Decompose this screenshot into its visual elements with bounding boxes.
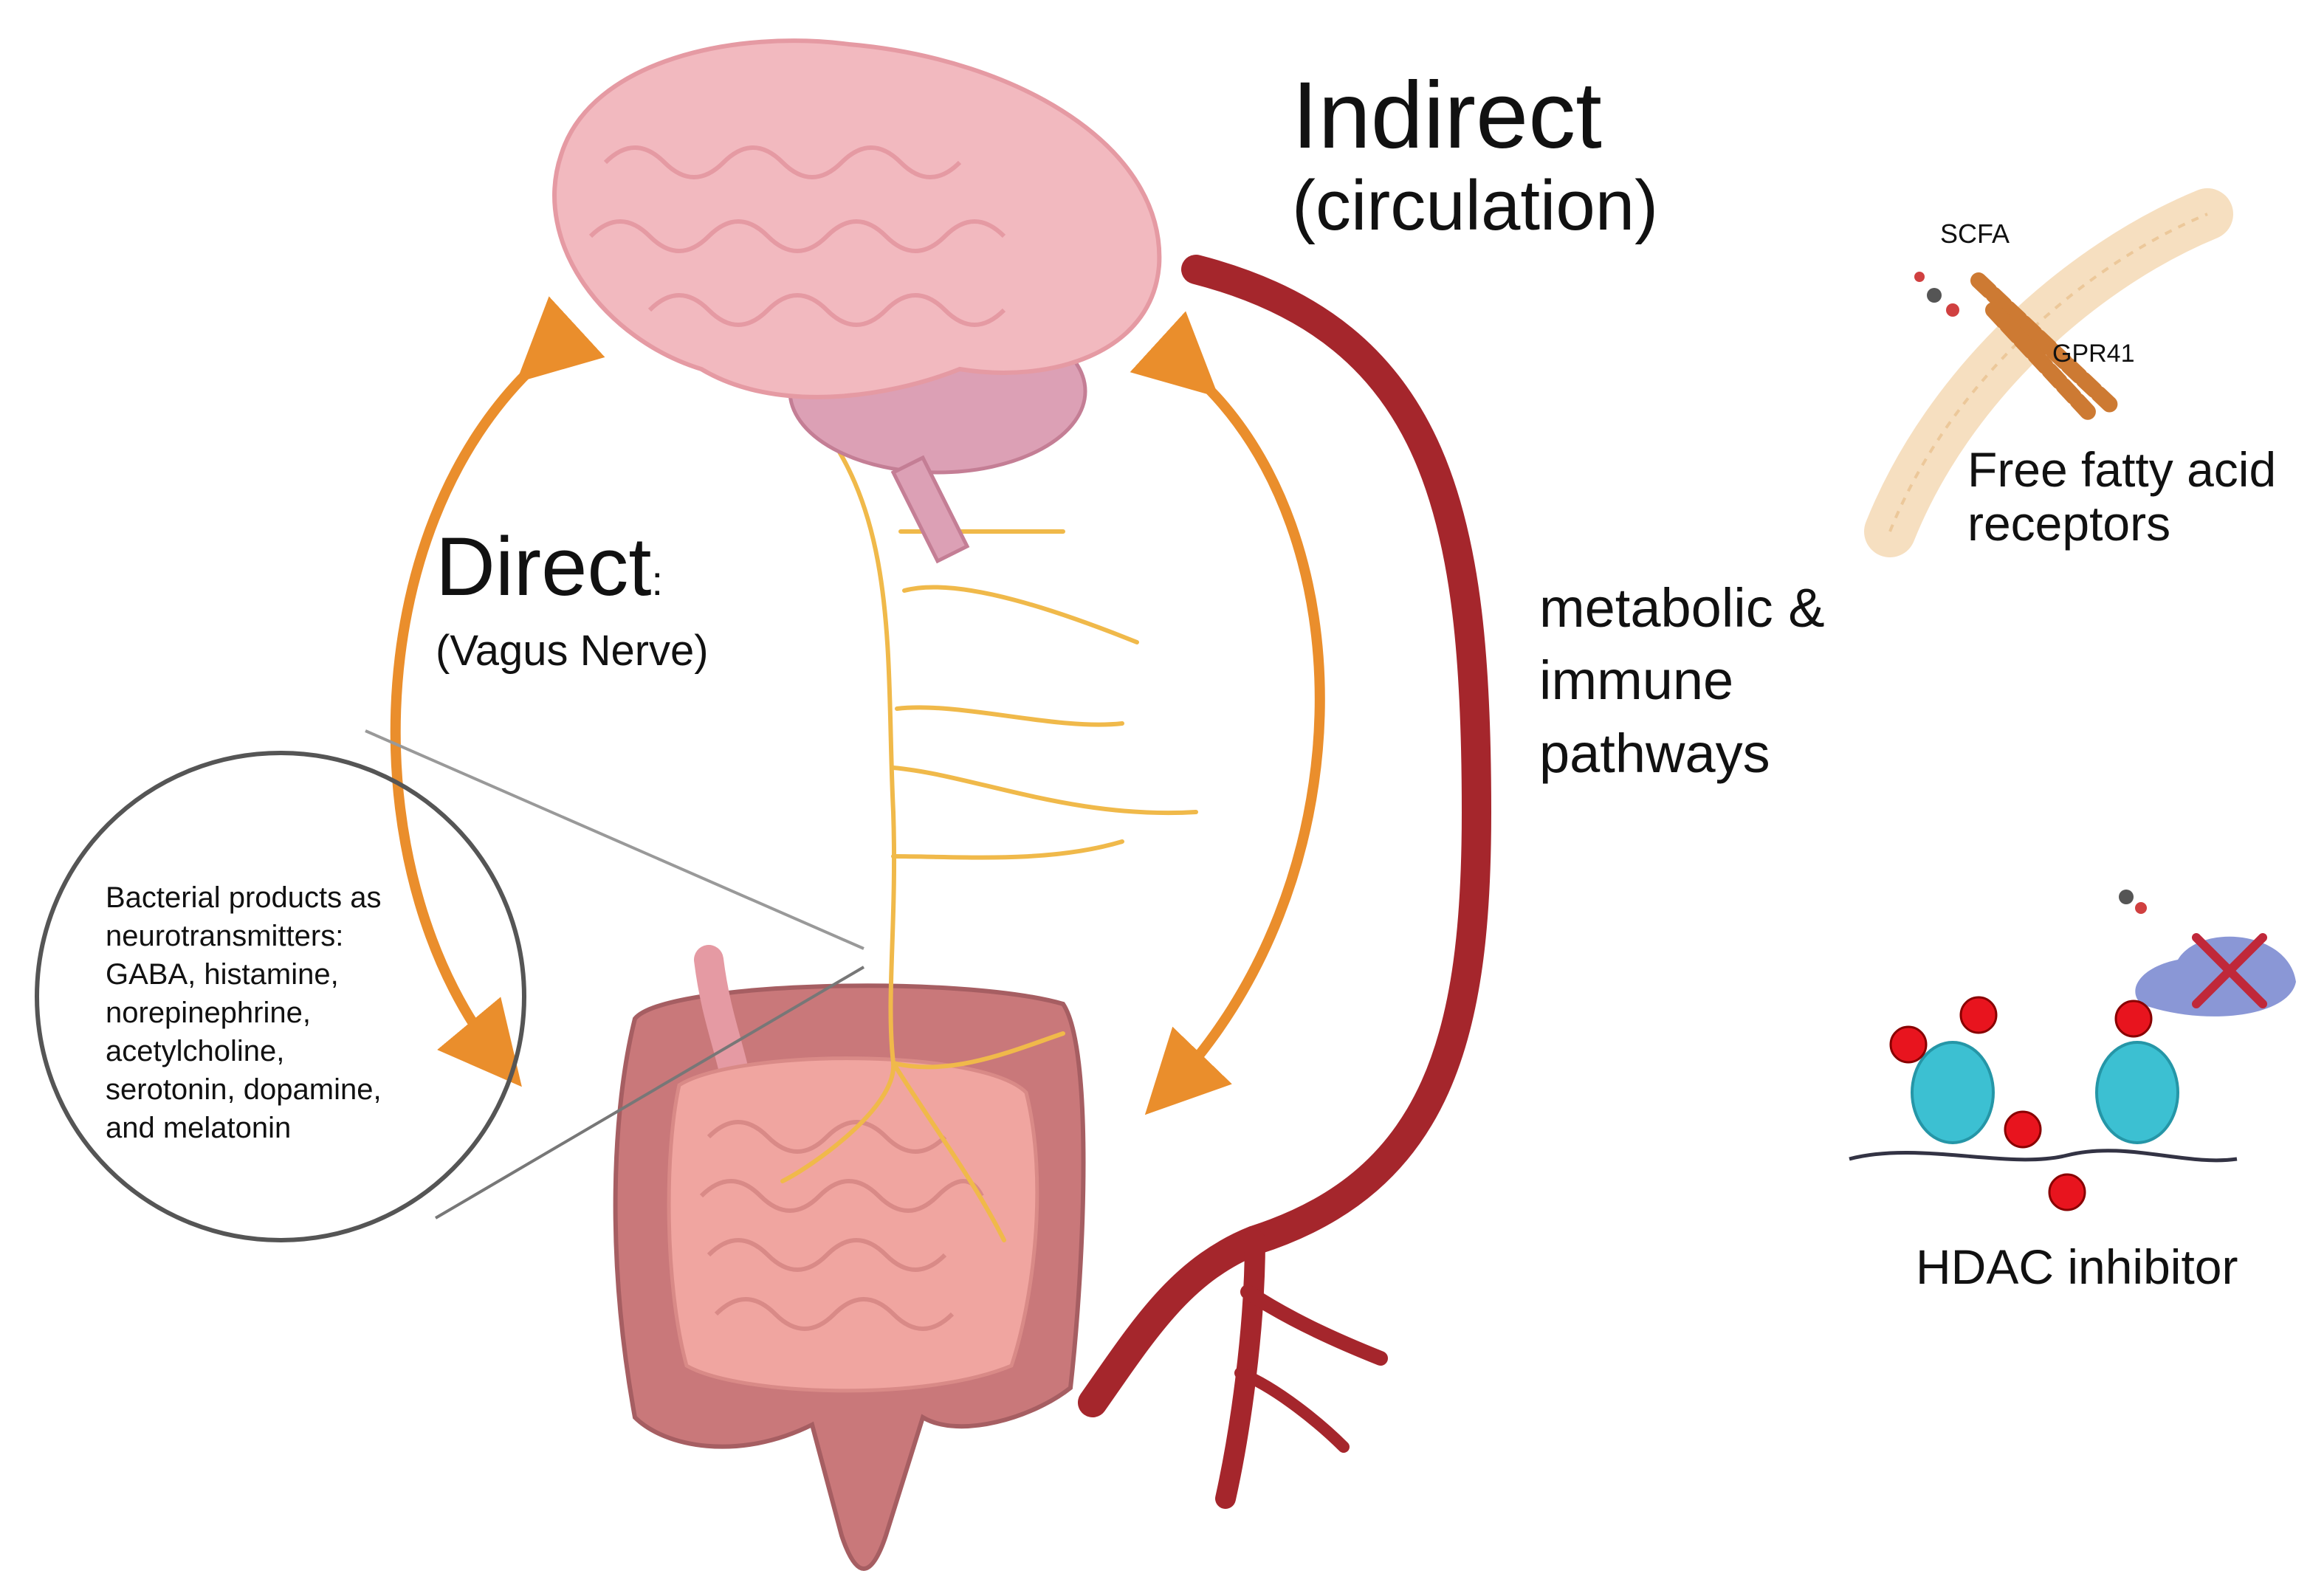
metabolic-line: pathways xyxy=(1539,722,1770,784)
bacterial-line: and melatonin xyxy=(106,1112,292,1144)
bacterial-products-text: Bacterial products as neurotransmitters:… xyxy=(106,878,475,1147)
ffa-line: receptors xyxy=(1967,495,2171,551)
scfa-label: SCFA xyxy=(1940,219,2010,249)
bacterial-line: serotonin, dopamine, xyxy=(106,1073,382,1106)
indirect-title: Indirect xyxy=(1292,63,1602,168)
brain xyxy=(552,38,1162,564)
direct-word: Direct xyxy=(436,520,652,613)
direct-arrow xyxy=(390,296,605,1087)
small-intestine xyxy=(667,1056,1039,1393)
hdac-illustration xyxy=(1849,890,2296,1211)
bacterial-line: GABA, histamine, xyxy=(106,958,339,991)
metabolic-line: metabolic & xyxy=(1539,577,1825,639)
metabolic-line: immune xyxy=(1539,650,1734,712)
cross-icon xyxy=(2192,933,2267,1008)
free-fatty-acid-label: Free fatty acid receptors xyxy=(1967,443,2276,550)
vagus-subtitle: (Vagus Nerve) xyxy=(436,627,709,675)
vagus-nerve xyxy=(780,411,1198,1242)
indirect-arrow xyxy=(1130,311,1325,1115)
bacterial-line: Bacterial products as xyxy=(106,881,382,914)
bacterial-line: neurotransmitters: xyxy=(106,920,344,952)
metabolic-immune-label: metabolic & immune pathways xyxy=(1539,572,1825,790)
membrane-receptor-illustration xyxy=(1864,188,2233,557)
bacterial-line: acetylcholine, xyxy=(106,1035,285,1067)
scfa-molecule-icon xyxy=(1927,288,1942,303)
artery xyxy=(1078,255,1492,1509)
direct-title: Direct: xyxy=(436,520,663,613)
hdac-inhibitor-label: HDAC inhibitor xyxy=(1916,1239,2238,1294)
direct-colon: : xyxy=(651,557,664,604)
histone-left-icon xyxy=(1911,1041,1995,1144)
bacterial-line: norepinephrine, xyxy=(106,997,311,1029)
circulation-subtitle: (circulation) xyxy=(1292,166,1659,245)
gpr41-label: GPR41 xyxy=(2052,340,2135,368)
bacterial-products-callout xyxy=(35,729,865,1242)
ffa-line: Free fatty acid xyxy=(1967,442,2277,497)
histone-right-icon xyxy=(2095,1041,2179,1144)
